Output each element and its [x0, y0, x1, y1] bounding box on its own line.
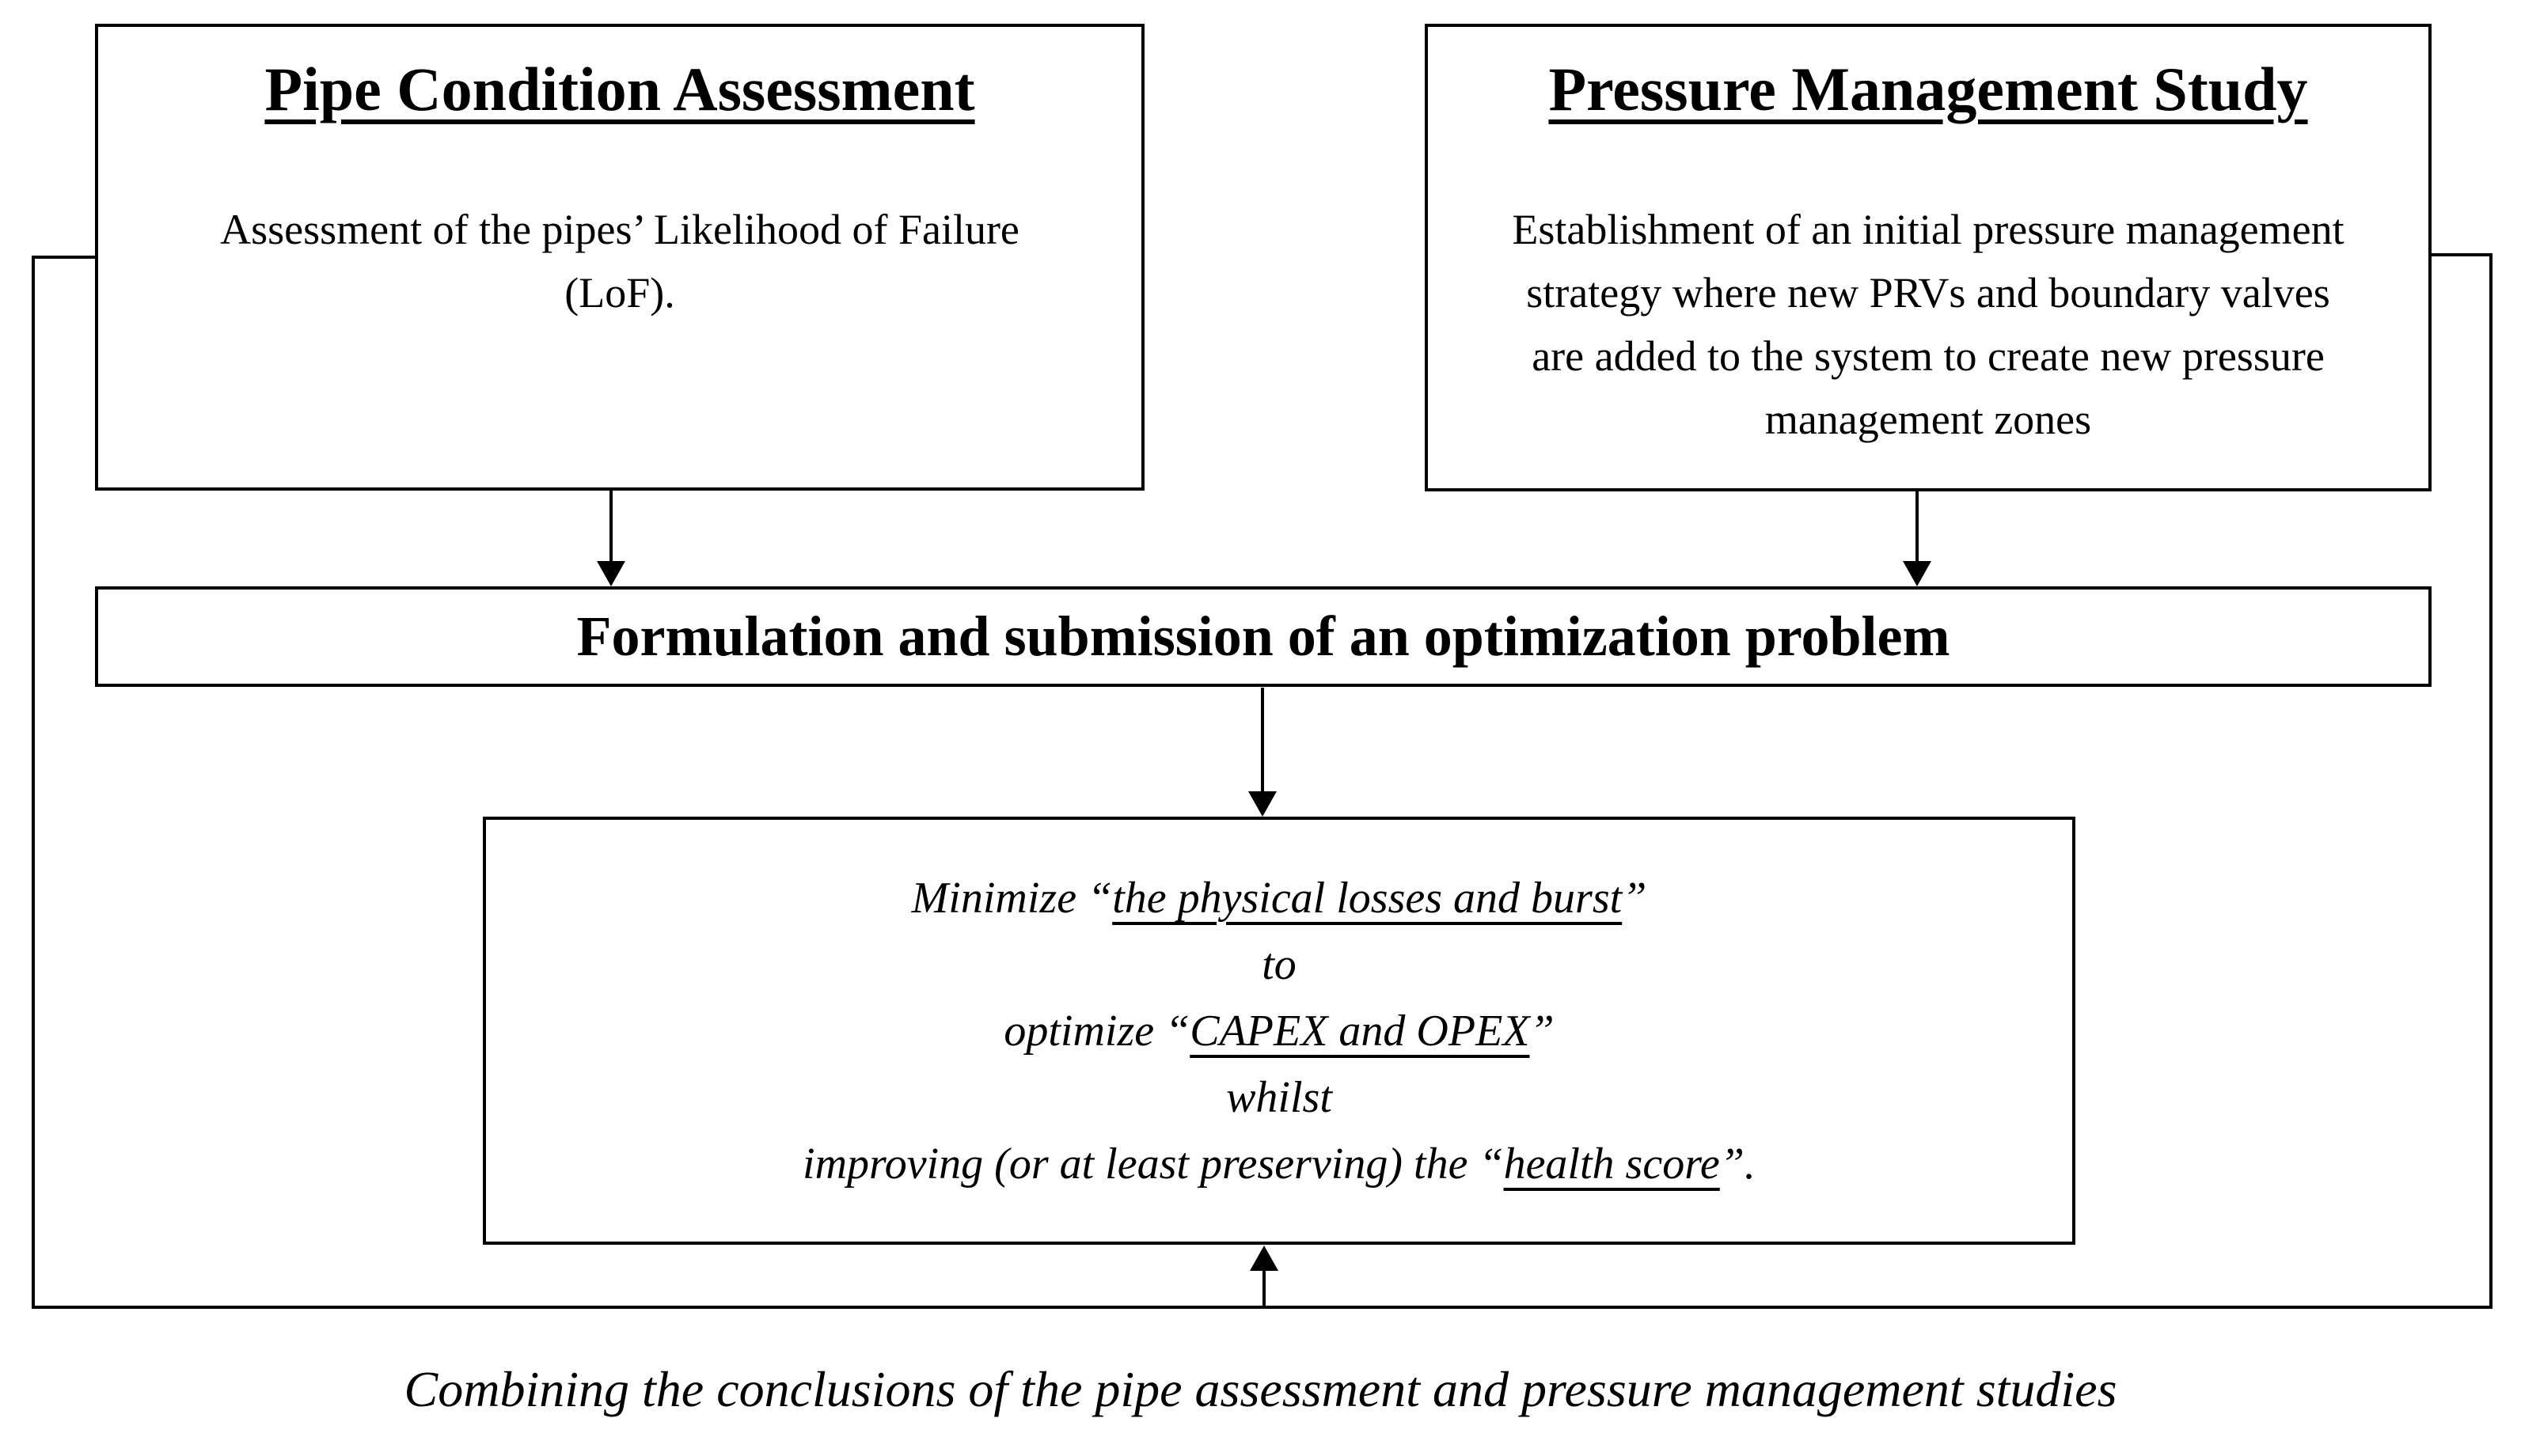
objective-text: optimize “	[1004, 1006, 1190, 1056]
objective-box: Minimize “the physical losses and burst”…	[483, 817, 2075, 1245]
objective-line: optimize “CAPEX and OPEX”	[1004, 998, 1554, 1064]
feedback-line-right-stub	[2428, 253, 2493, 256]
body-line: Establishment of an initial pressure man…	[1512, 205, 2344, 253]
formulation-title: Formulation and submission of an optimiz…	[576, 605, 1950, 668]
body-line: Assessment of the pipes’ Likelihood of F…	[220, 205, 1019, 253]
arrow-formulation-to-objective-head-icon	[1248, 791, 1277, 817]
arrow-feedback-to-objective-head-icon	[1250, 1246, 1278, 1271]
body-line: (LoF).	[564, 268, 675, 317]
figure-caption: Combining the conclusions of the pipe as…	[404, 1361, 2117, 1417]
objective-text: ”.	[1719, 1139, 1756, 1189]
arrow-pipe-to-formulation-head-icon	[597, 561, 625, 586]
objective-text: ”	[1622, 873, 1647, 923]
body-line: are added to the system to create new pr…	[1532, 332, 2325, 380]
objective-text: improving (or at least preserving) the “	[803, 1139, 1504, 1189]
feedback-line-left-stub	[32, 256, 98, 259]
pipe-condition-assessment-box: Pipe Condition Assessment Assessment of …	[95, 24, 1145, 491]
arrow-pipe-to-formulation-stem	[609, 491, 613, 563]
body-line: strategy where new PRVs and boundary val…	[1526, 268, 2330, 317]
objective-underlined-text: health score	[1503, 1139, 1720, 1189]
arrow-formulation-to-objective-stem	[1261, 688, 1264, 794]
pressure-management-study-body: Establishment of an initial pressure man…	[1428, 198, 2428, 451]
feedback-line-right-vertical	[2489, 253, 2493, 1309]
body-line: management zones	[1764, 395, 2092, 443]
arrow-pressure-to-formulation-head-icon	[1903, 561, 1931, 586]
feedback-line-bottom	[32, 1306, 2493, 1309]
objective-text: whilst	[1226, 1072, 1332, 1122]
formulation-box: Formulation and submission of an optimiz…	[95, 586, 2432, 687]
arrow-pressure-to-formulation-stem	[1915, 491, 1919, 563]
objective-underlined-text: CAPEX and OPEX	[1190, 1006, 1530, 1056]
objective-line: whilst	[1226, 1064, 1332, 1131]
objective-text: Minimize “	[911, 873, 1113, 923]
objective-text: ”	[1529, 1006, 1555, 1056]
objective-line: to	[1262, 931, 1297, 998]
pressure-management-study-box: Pressure Management Study Establishment …	[1425, 24, 2432, 491]
objective-text: to	[1262, 939, 1297, 989]
arrow-feedback-to-objective-stem	[1262, 1269, 1266, 1307]
pipe-condition-assessment-body: Assessment of the pipes’ Likelihood of F…	[98, 198, 1141, 324]
objective-line: improving (or at least preserving) the “…	[803, 1131, 1756, 1197]
objective-underlined-text: the physical losses and burst	[1112, 873, 1623, 923]
pipe-condition-assessment-title: Pipe Condition Assessment	[264, 55, 975, 123]
objective-line: Minimize “the physical losses and burst”	[912, 865, 1647, 931]
pressure-management-study-title: Pressure Management Study	[1548, 55, 2308, 123]
feedback-line-left-vertical	[32, 256, 35, 1309]
